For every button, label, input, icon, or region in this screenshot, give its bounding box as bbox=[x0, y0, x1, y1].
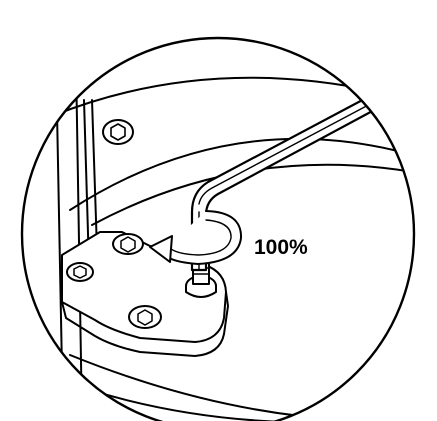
plate-screw-bottom bbox=[128, 305, 162, 329]
plate-screw-top bbox=[112, 233, 144, 255]
clockwise-rotation-arrow-icon bbox=[149, 210, 243, 265]
plate-screw-left bbox=[66, 262, 94, 282]
upper-hex-screw bbox=[102, 119, 134, 145]
torque-label: 100% bbox=[254, 236, 308, 259]
magnifier-outline bbox=[20, 36, 416, 421]
